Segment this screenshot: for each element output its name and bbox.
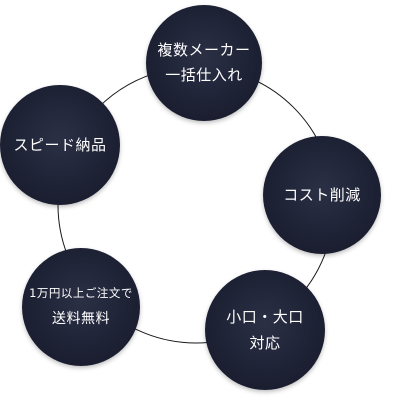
node-bulk-purchase-line-2: 一括仕入れ xyxy=(165,66,243,84)
node-cost-reduction-line-1: コスト削減 xyxy=(283,186,361,204)
node-small-large-orders-line-1: 小口・大口 xyxy=(226,308,304,326)
node-free-shipping-line-2: 送料無料 xyxy=(52,311,110,327)
node-speedy-delivery-line-1: スピード納品 xyxy=(13,136,107,154)
node-speedy-delivery: スピード納品 xyxy=(0,85,120,205)
node-small-large-orders-line-2: 対応 xyxy=(249,334,281,352)
node-small-large-orders: 小口・大口 対応 xyxy=(205,270,325,390)
node-cost-reduction: コスト削減 xyxy=(263,136,381,254)
node-free-shipping-line-1: 1万円以上ご注文で xyxy=(29,286,133,300)
node-free-shipping: 1万円以上ご注文で 送料無料 xyxy=(22,248,140,366)
node-bulk-purchase: 複数メーカー 一括仕入れ xyxy=(146,5,262,121)
node-bulk-purchase-line-1: 複数メーカー xyxy=(157,41,251,59)
